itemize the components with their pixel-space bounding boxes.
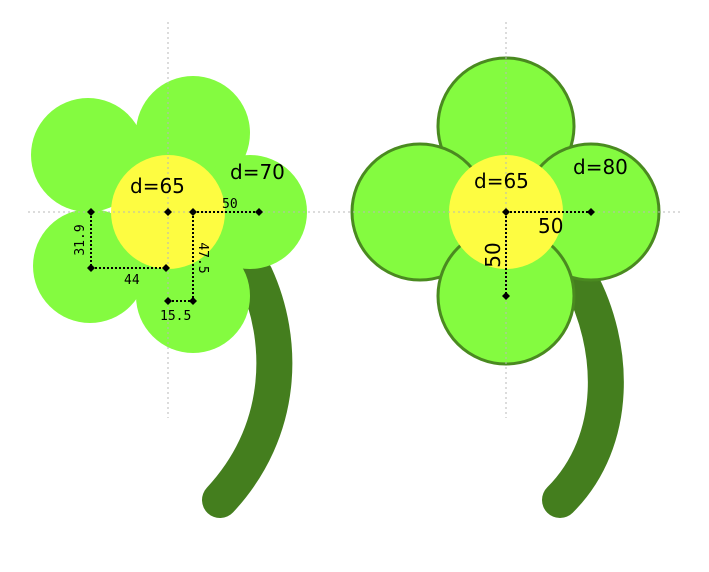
left-dim-radius-label: 50 (222, 197, 238, 212)
right-dim-vertical-label: 50 (481, 242, 505, 267)
point-marker (502, 292, 510, 300)
point-marker (87, 208, 95, 216)
left-dimension-points (87, 208, 263, 305)
left-dim-offset-y-label: 31.9 (73, 224, 88, 255)
right-dimension-points (502, 208, 595, 300)
point-marker (255, 208, 263, 216)
left-petal-upper-left (31, 98, 145, 212)
left-dim-offset-x-label: 44 (124, 273, 140, 288)
point-marker (502, 208, 510, 216)
left-petal-label: d=70 (230, 160, 285, 184)
right-dimensions (505, 211, 591, 296)
left-stem (202, 257, 293, 518)
point-marker (87, 264, 95, 272)
point-marker (164, 208, 172, 216)
left-center-label: d=65 (130, 174, 185, 198)
guide-lines (28, 22, 682, 418)
left-dimensions (90, 211, 259, 302)
left-dim-bottom-x-label: 15.5 (160, 309, 191, 324)
point-marker (189, 297, 197, 305)
right-stem (542, 262, 624, 518)
point-marker (189, 208, 197, 216)
point-marker (164, 297, 172, 305)
point-marker (587, 208, 595, 216)
point-marker (162, 264, 170, 272)
right-petal-label: d=80 (573, 155, 628, 179)
left-dim-bottom-y-label: 47.5 (195, 242, 210, 273)
right-dim-horizontal-label: 50 (538, 214, 563, 238)
right-center-label: d=65 (474, 169, 529, 193)
left-flower (31, 76, 307, 518)
